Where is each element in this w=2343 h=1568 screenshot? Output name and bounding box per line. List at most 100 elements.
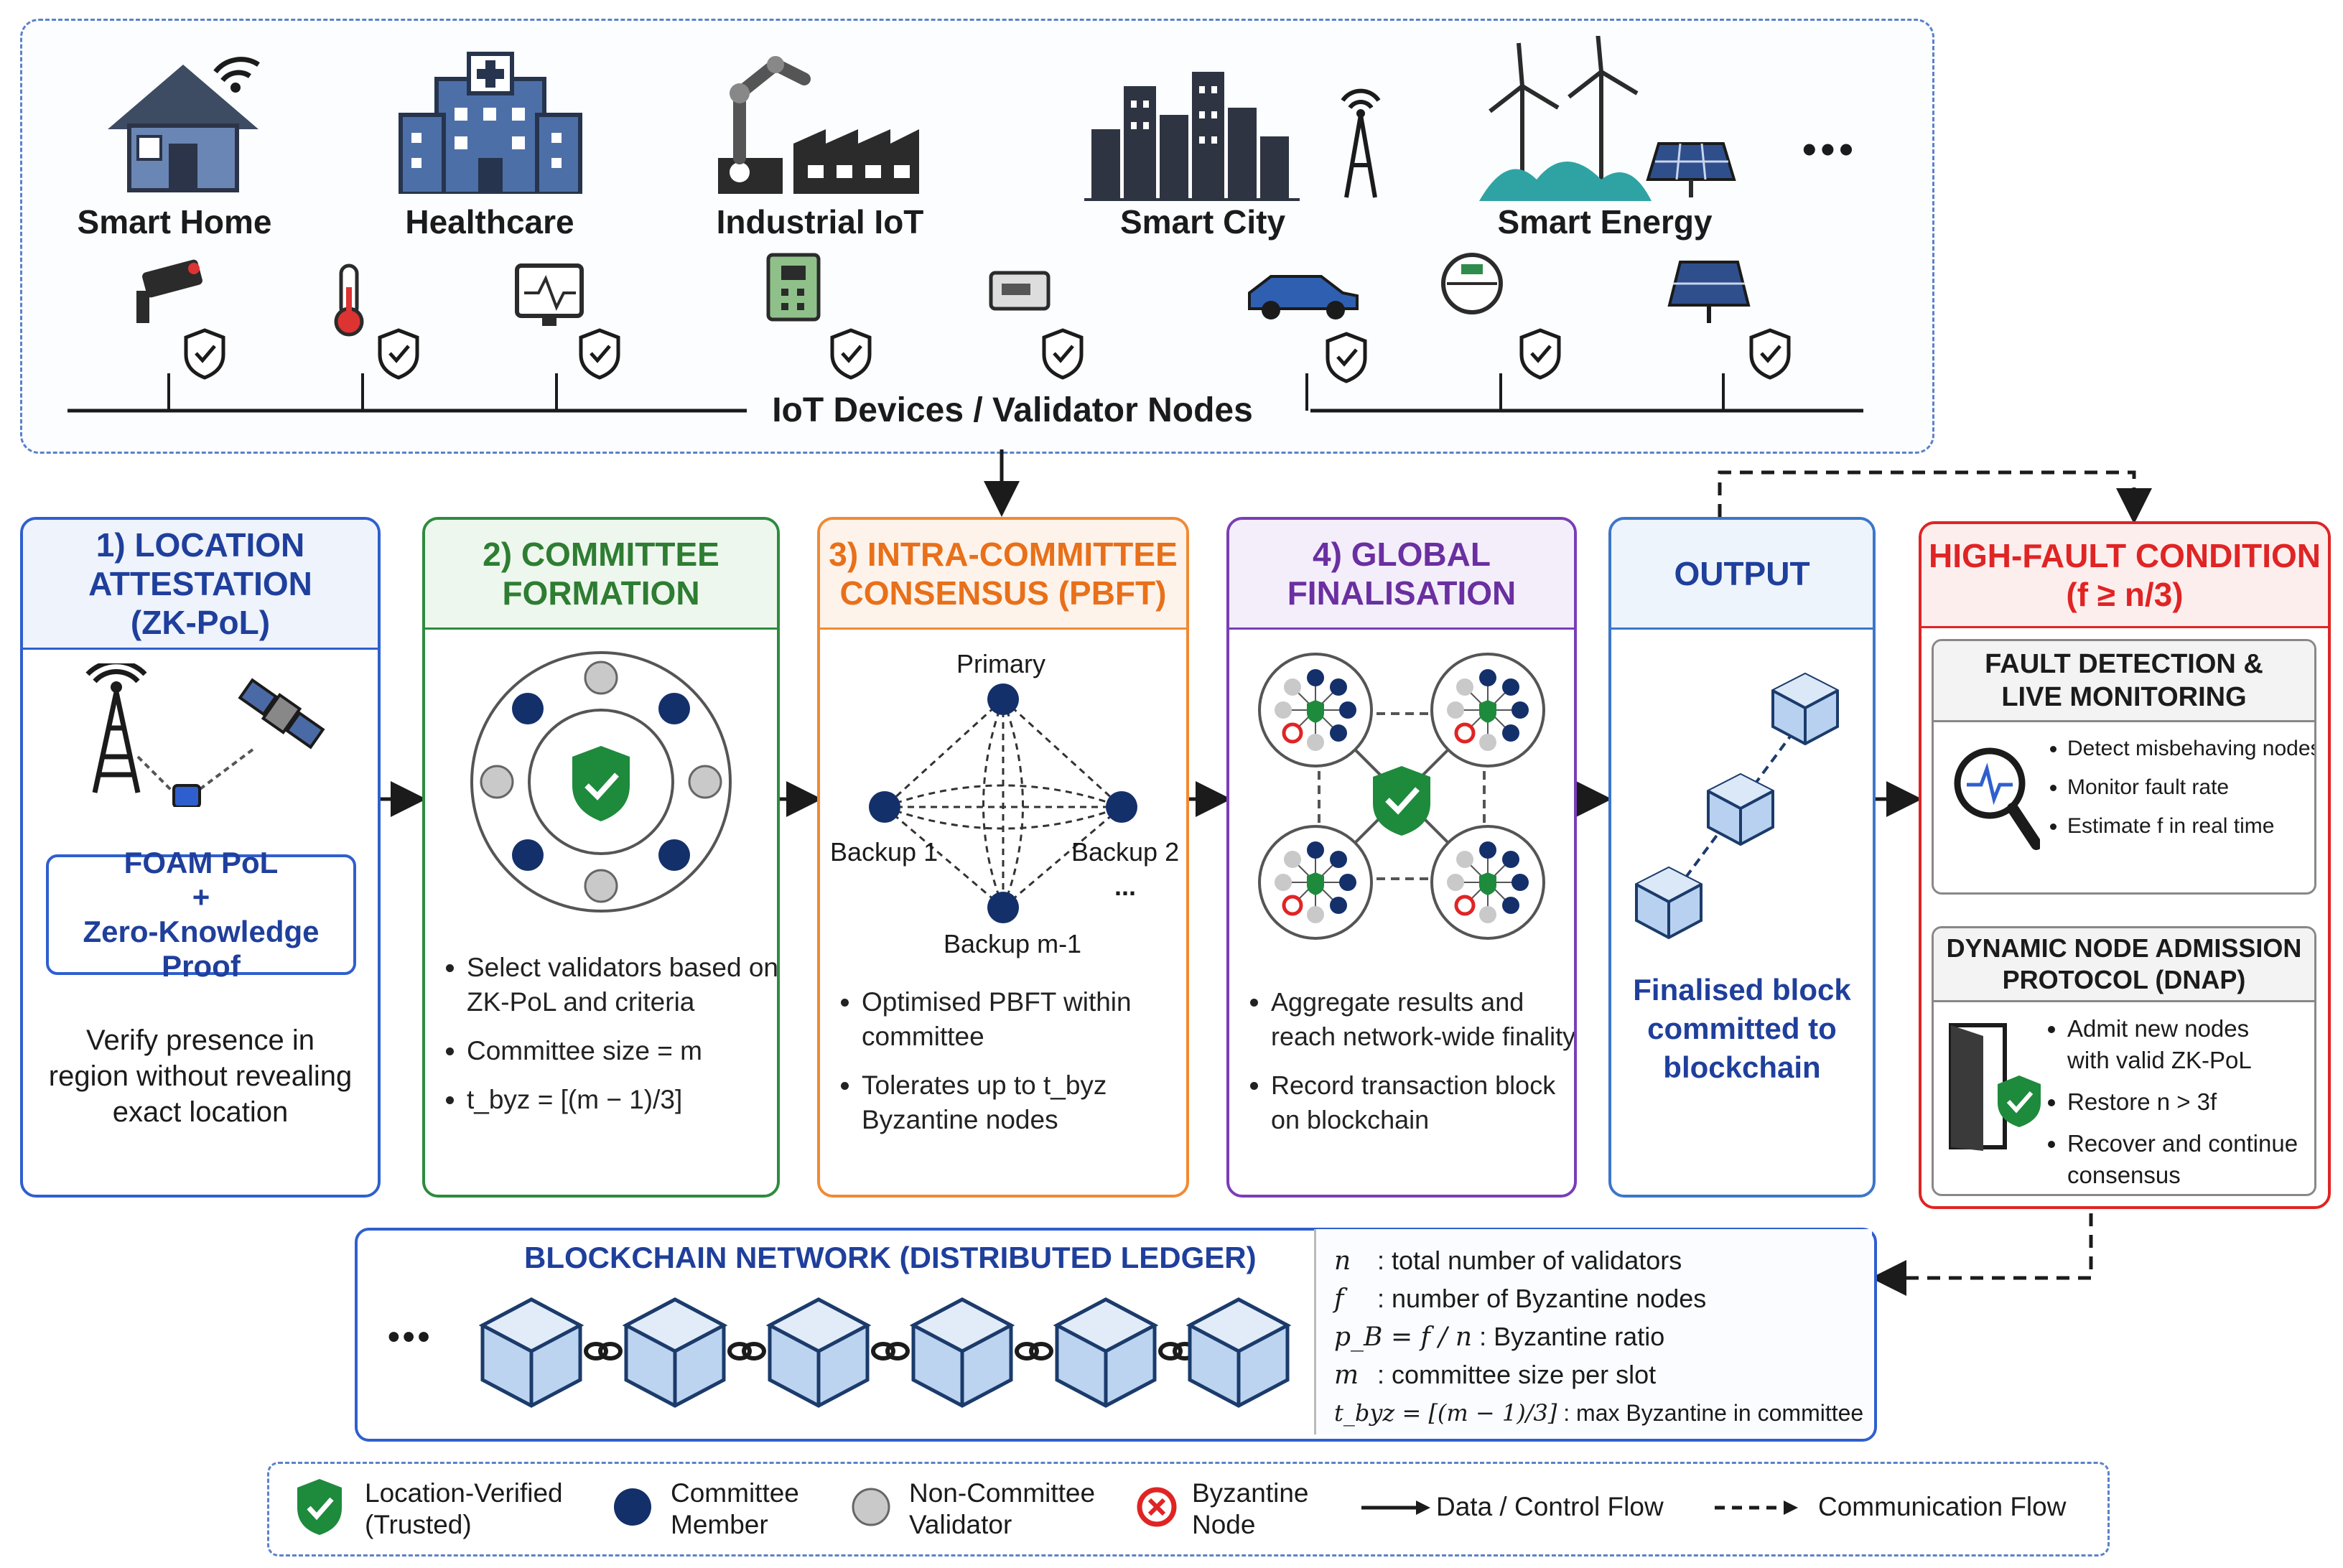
notation-m-desc: : committee size per slot	[1377, 1360, 1657, 1389]
security-camera-icon	[136, 259, 202, 323]
bus-label: IoT Devices / Validator Nodes	[772, 391, 1253, 429]
device-row	[67, 253, 1863, 413]
notation-pb-desc: : Byzantine ratio	[1479, 1322, 1665, 1351]
stage1-location-attestation: 1) LOCATION ATTESTATION (ZK-PoL) FOAM Po…	[20, 517, 381, 1198]
fd-item-2: Monitor fault rate	[2067, 773, 2314, 802]
legend-dashed-arrow-icon	[1715, 1501, 1798, 1515]
category-smart-city: Smart City	[1119, 203, 1286, 241]
output-box: OUTPUT Finalised block committed to bloc…	[1608, 517, 1876, 1198]
stage1-title-l1: 1) LOCATION	[96, 526, 305, 564]
stage4-title-l2: FINALISATION	[1287, 574, 1517, 612]
pbft-backup1-label: Backup 1	[830, 837, 938, 867]
stage1-title-l3: (ZK-PoL)	[130, 604, 271, 641]
fd-item-1: Detect misbehaving nodes	[2067, 734, 2314, 763]
legend-byz-l2: Node	[1192, 1510, 1256, 1539]
highfault-title-l1: HIGH-FAULT CONDITION	[1929, 537, 2321, 574]
output-description: Finalised block committed to blockchain	[1611, 971, 1873, 1087]
smart-city-icon	[1084, 72, 1381, 201]
stage2-bullet-3: t_byz = [(m − 1)/3]	[467, 1083, 777, 1117]
stage4-title-l1: 4) GLOBAL	[1313, 536, 1491, 573]
fd-title-l1: FAULT DETECTION &	[1985, 649, 2263, 679]
notation-list: n : total number of validators f : numbe…	[1334, 1242, 1863, 1432]
legend-noncomm-l1: Non-Committee	[909, 1478, 1096, 1508]
dnap-title-l1: DYNAMIC NODE ADMISSION	[1946, 933, 2302, 963]
legend-byz-l1: Byzantine	[1192, 1478, 1309, 1508]
ecg-monitor-icon	[515, 263, 584, 326]
category-industrial-iot: Industrial IoT	[716, 203, 924, 241]
legend-data-flow-label: Data / Control Flow	[1436, 1492, 1664, 1521]
door-shield-icon	[1949, 1023, 2041, 1151]
stage1-desc-l1: Verify presence in	[86, 1025, 315, 1056]
ledger-chain	[460, 1285, 1292, 1414]
blockchain-ellipsis: •••	[388, 1318, 433, 1356]
fd-title-l2: LIVE MONITORING	[2001, 682, 2247, 712]
legend-comm-flow-label: Communication Flow	[1818, 1492, 2067, 1521]
notation-n-desc: : total number of validators	[1377, 1246, 1682, 1275]
notation-tbyz-desc: : max Byzantine in committee	[1563, 1400, 1864, 1426]
iot-devices-panel	[20, 19, 1934, 454]
legend-non-committee-icon	[852, 1488, 890, 1526]
pbft-ellipsis: ...	[1114, 872, 1137, 901]
stage4-global-finalisation: 4) GLOBAL FINALISATION Aggregate results…	[1226, 517, 1577, 1198]
dnap-item-2: Restore n > 3f	[2067, 1086, 2314, 1118]
stage3-title-l2: CONSENSUS (PBFT)	[839, 574, 1167, 612]
pbft-primary-label: Primary	[956, 649, 1045, 678]
notation-n-sym: n	[1334, 1246, 1351, 1276]
smart-energy-icon	[1479, 36, 1736, 201]
legend-verified-l1: Location-Verified	[365, 1478, 563, 1508]
solar-panel-icon	[1667, 261, 1751, 323]
output-title: OUTPUT	[1674, 555, 1810, 592]
highfault-title-l2: (f ≥ n/3)	[2066, 576, 2184, 613]
foam-pol-box: FOAM PoL + Zero-Knowledge Proof	[46, 846, 356, 983]
tower-satellite-icon	[85, 663, 325, 807]
legend-byzantine-icon	[1137, 1487, 1177, 1527]
high-fault-condition-box: HIGH-FAULT CONDITION (f ≥ n/3) FAULT DET…	[1919, 521, 2331, 1209]
smart-meter-icon	[1441, 253, 1503, 314]
foam-pol-l3: Zero-Knowledge Proof	[83, 915, 320, 983]
stage1-description: Verify presence in region without reveal…	[23, 1022, 378, 1130]
notation-m-sym: m	[1334, 1361, 1359, 1390]
stage2-title-l2: FORMATION	[502, 574, 700, 612]
smart-home-icon	[108, 57, 260, 192]
legend-member-l1: Committee	[671, 1478, 799, 1508]
legend-verified-shield-icon	[297, 1479, 342, 1535]
legend-committee-member-icon	[614, 1488, 651, 1526]
legend-solid-arrow-icon	[1361, 1501, 1430, 1515]
stage3-title-l1: 3) INTRA-COMMITTEE	[829, 536, 1178, 573]
stage2-title-l1: 2) COMMITTEE	[483, 536, 719, 573]
legend-member-l2: Member	[671, 1510, 768, 1539]
dnap-title-l2: PROTOCOL (DNAP)	[2002, 965, 2246, 994]
stage3-intra-committee-consensus: 3) INTRA-COMMITTEE CONSENSUS (PBFT) Prim…	[817, 517, 1189, 1198]
fd-item-3: Estimate f in real time	[2067, 812, 2314, 841]
blockchain-title: BLOCKCHAIN NETWORK (DISTRIBUTED LEDGER)	[524, 1241, 1257, 1274]
notation-n: n : total number of validators	[1334, 1242, 1863, 1280]
pbft-backupm-label: Backup m-1	[944, 929, 1082, 958]
notation-f-sym: f	[1334, 1284, 1344, 1314]
notation-m: m : committee size per slot	[1334, 1356, 1863, 1394]
car-icon	[1248, 275, 1359, 319]
notation-pb-sym: p_B = f / n	[1334, 1322, 1473, 1352]
notation-tbyz: t_byz = [(m − 1)/3] : max Byzantine in c…	[1334, 1394, 1863, 1432]
pbft-topology-diagram	[869, 683, 1137, 923]
category-smart-home: Smart Home	[77, 203, 272, 241]
sensor-board-icon	[766, 253, 821, 322]
gateway-icon	[989, 271, 1051, 311]
category-healthcare: Healthcare	[405, 203, 574, 241]
dnap-panel: DYNAMIC NODE ADMISSION PROTOCOL (DNAP) A…	[1932, 926, 2316, 1196]
foam-pol-l2: +	[192, 880, 210, 914]
stage1-title-l2: ATTESTATION	[88, 565, 312, 602]
notation-box	[1314, 1229, 1872, 1434]
notation-f-desc: : number of Byzantine nodes	[1377, 1284, 1707, 1313]
output-text-l2: committed to	[1647, 1012, 1837, 1045]
legend-verified-l2: (Trusted)	[365, 1510, 472, 1539]
stage1-desc-l2: region without revealing	[48, 1060, 353, 1092]
